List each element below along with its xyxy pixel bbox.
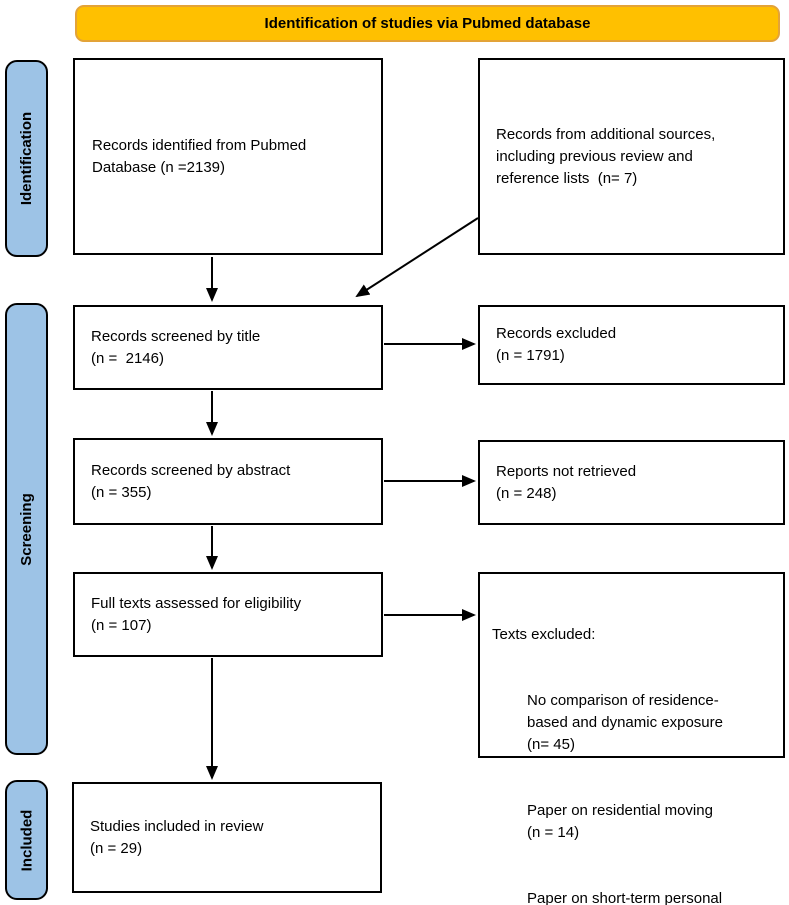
stage-label-identification: Identification [5, 60, 48, 257]
flow-box-records-identified-text: Records identified from Pubmed Database … [92, 136, 307, 176]
flow-box-records-screened-by-abstract-text: Records screened by abstract (n = 355) [91, 461, 291, 501]
diagram-title: Identification of studies via Pubmed dat… [264, 15, 591, 32]
flow-box-full-texts-assessed-text: Full texts assessed for eligibility (n =… [91, 594, 302, 634]
diagram-title-banner: Identification of studies via Pubmed dat… [75, 5, 780, 42]
flow-box-texts-excluded-content: Texts excluded: No comparison of residen… [480, 574, 729, 905]
flow-box-reports-not-retrieved: Reports not retrieved (n = 248) [478, 440, 785, 525]
stage-label-identification-text: Identification [18, 111, 35, 206]
flow-box-full-texts-assessed: Full texts assessed for eligibility (n =… [73, 572, 383, 657]
texts-excluded-item: Paper on short-term personal exposure (n… [527, 890, 723, 905]
flow-box-records-identified: Records identified from Pubmed Database … [73, 58, 383, 255]
flow-box-reports-not-retrieved-text: Reports not retrieved (n = 248) [496, 462, 637, 502]
flow-box-additional-sources-text: Records from additional sources, includi… [496, 125, 716, 187]
texts-excluded-heading: Texts excluded: [492, 626, 596, 643]
flow-box-records-screened-by-abstract: Records screened by abstract (n = 355) [73, 438, 383, 525]
flow-box-records-excluded: Records excluded (n = 1791) [478, 305, 785, 385]
stage-label-screening-text: Screening [18, 492, 35, 566]
flow-box-records-screened-by-title-text: Records screened by title (n = 2146) [91, 327, 261, 367]
flow-box-studies-included-text: Studies included in review (n = 29) [90, 817, 264, 857]
stage-label-included: Included [5, 780, 48, 900]
flow-box-records-excluded-text: Records excluded (n = 1791) [496, 325, 617, 364]
flow-box-records-screened-by-title: Records screened by title (n = 2146) [73, 305, 383, 390]
flow-box-additional-sources: Records from additional sources, includi… [478, 58, 785, 255]
texts-excluded-item: No comparison of residence- based and dy… [527, 692, 723, 753]
stage-label-screening: Screening [5, 303, 48, 755]
stage-label-included-text: Included [18, 809, 36, 871]
texts-excluded-item: Paper on residential moving (n = 14) [527, 802, 713, 841]
flow-box-texts-excluded: Texts excluded: No comparison of residen… [478, 572, 785, 905]
flow-box-studies-included: Studies included in review (n = 29) [72, 782, 382, 893]
